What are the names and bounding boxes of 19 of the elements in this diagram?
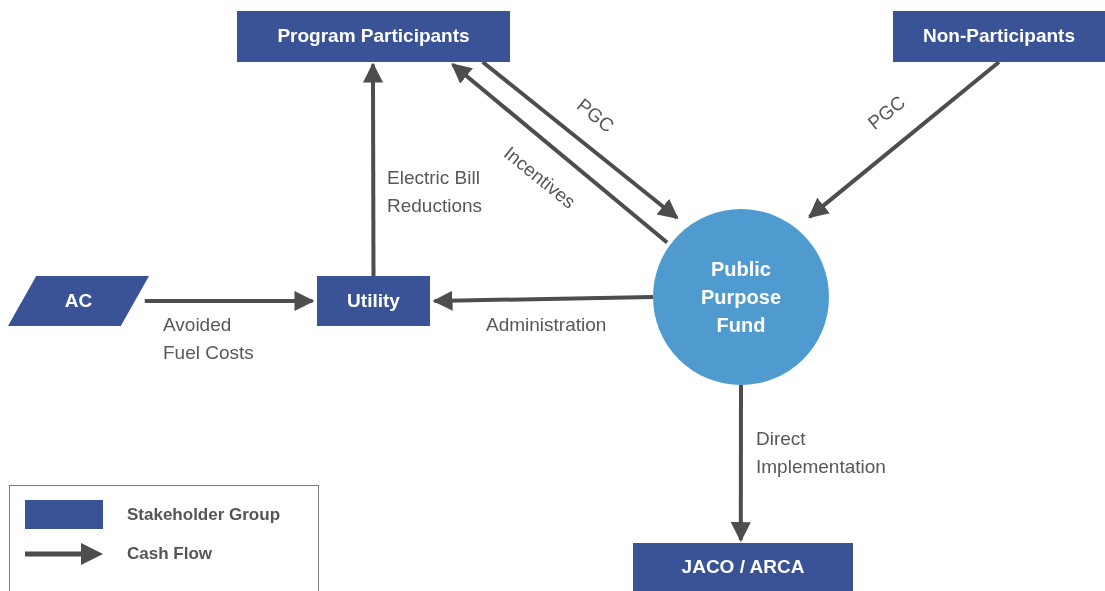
edge-label: Electric Bill Reductions xyxy=(387,166,482,218)
edge-label: Avoided Fuel Costs xyxy=(163,313,255,365)
arrow xyxy=(730,385,751,543)
arrow xyxy=(144,291,315,311)
stakeholder-box: Program Participants xyxy=(237,11,510,62)
edge-label: Administration xyxy=(486,313,608,337)
stakeholder-box: JACO / ARCA xyxy=(633,543,853,591)
arrow xyxy=(432,290,654,311)
stakeholder-box: Non-Participants xyxy=(893,11,1105,62)
edge-label: Direct Implementation xyxy=(756,427,887,479)
legend-text: Cash Flow xyxy=(127,544,212,564)
stakeholder-box: Utility xyxy=(317,276,430,326)
fund-circle: Public Purpose Fund xyxy=(653,209,829,385)
arrow xyxy=(808,60,1001,219)
legend-text: Stakeholder Group xyxy=(127,504,281,525)
arrow xyxy=(451,63,669,244)
arrow xyxy=(363,62,383,276)
arrow xyxy=(481,60,679,220)
stakeholder-parallelogram: AC xyxy=(8,276,149,326)
